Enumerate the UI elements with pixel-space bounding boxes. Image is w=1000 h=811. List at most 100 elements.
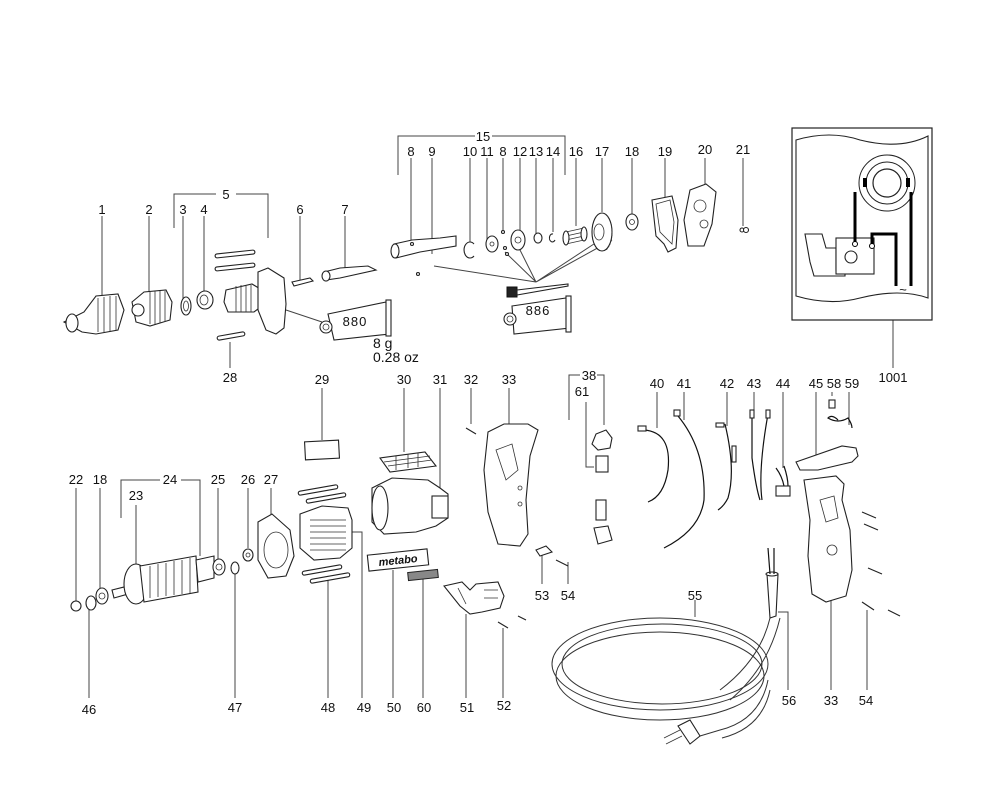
- part-14-circlip: [548, 233, 556, 243]
- label-15: 15: [476, 129, 490, 144]
- label-24: 24: [163, 472, 177, 487]
- part-4-bearing: [196, 290, 214, 310]
- label-30: 30: [397, 372, 411, 387]
- part-13-bearing: [533, 232, 543, 244]
- part-17-gear: [591, 212, 613, 252]
- label-13: 13: [529, 144, 543, 159]
- label-1001: 1001: [879, 370, 908, 385]
- label-8a: 8: [407, 144, 414, 159]
- label-5: 5: [222, 187, 229, 202]
- leader-lines: [75, 135, 894, 698]
- label-23: 23: [129, 488, 143, 503]
- label-4: 4: [200, 202, 207, 217]
- label-55: 55: [688, 588, 702, 603]
- label-19: 19: [658, 144, 672, 159]
- label-21: 21: [736, 142, 750, 157]
- label-6: 6: [296, 202, 303, 217]
- part-40-wire: [637, 425, 670, 503]
- part-33-handle-half-right: [803, 475, 853, 603]
- grease-tube-880: 880 8 g 0.28 oz: [319, 299, 419, 365]
- label-17: 17: [595, 144, 609, 159]
- label-44: 44: [776, 376, 790, 391]
- wiring-diagram-inset: ~: [791, 127, 933, 321]
- part-52-screws: [497, 615, 527, 629]
- tube-880-label: 880: [343, 314, 368, 329]
- label-54b: 54: [859, 693, 873, 708]
- label-33a: 33: [502, 372, 516, 387]
- part-21-screw: [739, 226, 750, 234]
- label-16: 16: [569, 144, 583, 159]
- part-26-bearing: [242, 548, 254, 562]
- metabo-logo: metabo: [378, 553, 418, 569]
- part-22-nut: [70, 600, 82, 612]
- label-3: 3: [179, 202, 186, 217]
- part-5-gear-housing: [214, 249, 287, 341]
- part-47-washer: [230, 561, 240, 575]
- label-28: 28: [223, 370, 237, 385]
- label-61: 61: [575, 384, 589, 399]
- label-53: 53: [535, 588, 549, 603]
- label-45: 45: [809, 376, 823, 391]
- label-8b: 8: [499, 144, 506, 159]
- tube-880-quantity-oz: 0.28 oz: [373, 349, 419, 365]
- part-38-brush-holder: [591, 429, 613, 451]
- label-12: 12: [513, 144, 527, 159]
- label-42: 42: [720, 376, 734, 391]
- part-9-spindle: [390, 235, 457, 277]
- label-56: 56: [782, 693, 796, 708]
- part-46-washer: [85, 595, 97, 611]
- part-61-brush-holder: [593, 455, 613, 545]
- part-10-retaining-ring: [463, 241, 475, 259]
- part-48-screws: [297, 484, 351, 584]
- label-18b: 18: [93, 472, 107, 487]
- label-29: 29: [315, 372, 329, 387]
- part-45-cover-plate: [795, 445, 859, 471]
- label-10: 10: [463, 144, 477, 159]
- label-1: 1: [98, 202, 105, 217]
- label-52: 52: [497, 698, 511, 713]
- part-44-carbon-brush: [775, 465, 791, 497]
- part-20-bearing-plate: [683, 183, 717, 247]
- part-53-clamp: [535, 545, 554, 557]
- label-38: 38: [582, 368, 596, 383]
- part-11-washer: [485, 235, 499, 253]
- part-19-gasket: [651, 195, 679, 253]
- part-6-bit: [291, 277, 315, 287]
- label-32: 32: [464, 372, 478, 387]
- part-43-wire: [749, 409, 771, 501]
- part-number-labels: 1 2 3 4 5 6 7 8 9 10 11 8 12 13 14 15 16…: [69, 129, 908, 717]
- part-55-power-cord: [551, 617, 781, 745]
- label-22: 22: [69, 472, 83, 487]
- grease-tube-886: 886: [503, 295, 572, 335]
- label-26: 26: [241, 472, 255, 487]
- label-25: 25: [211, 472, 225, 487]
- grease-brush: [506, 283, 569, 298]
- part-54-screws: [555, 511, 901, 617]
- label-54a: 54: [561, 588, 575, 603]
- part-49-field-coil: [299, 505, 353, 561]
- label-40: 40: [650, 376, 664, 391]
- part-51-switch: [443, 581, 505, 615]
- label-20: 20: [698, 142, 712, 157]
- label-47: 47: [228, 700, 242, 715]
- part-18-bearing-lower: [95, 587, 109, 605]
- label-33b: 33: [824, 693, 838, 708]
- part-29-label-plate: [303, 439, 341, 461]
- label-50: 50: [387, 700, 401, 715]
- part-60-rating-plate: [407, 568, 439, 582]
- ac-symbol: ~: [899, 282, 907, 297]
- part-33-handle-half-left: [483, 423, 539, 547]
- part-25-bearing: [212, 558, 226, 576]
- part-23-armature: [111, 555, 215, 605]
- label-2: 2: [145, 202, 152, 217]
- part-58-screw: [828, 399, 836, 409]
- part-50-metabo-badge: metabo: [366, 548, 430, 572]
- label-41: 41: [677, 376, 691, 391]
- part-7-bit-holder: [321, 265, 378, 282]
- part-30-label: [379, 451, 438, 473]
- part-1-drill-sleeve: [62, 293, 125, 335]
- label-48: 48: [321, 700, 335, 715]
- label-31: 31: [433, 372, 447, 387]
- part-12-clutch: [500, 229, 526, 257]
